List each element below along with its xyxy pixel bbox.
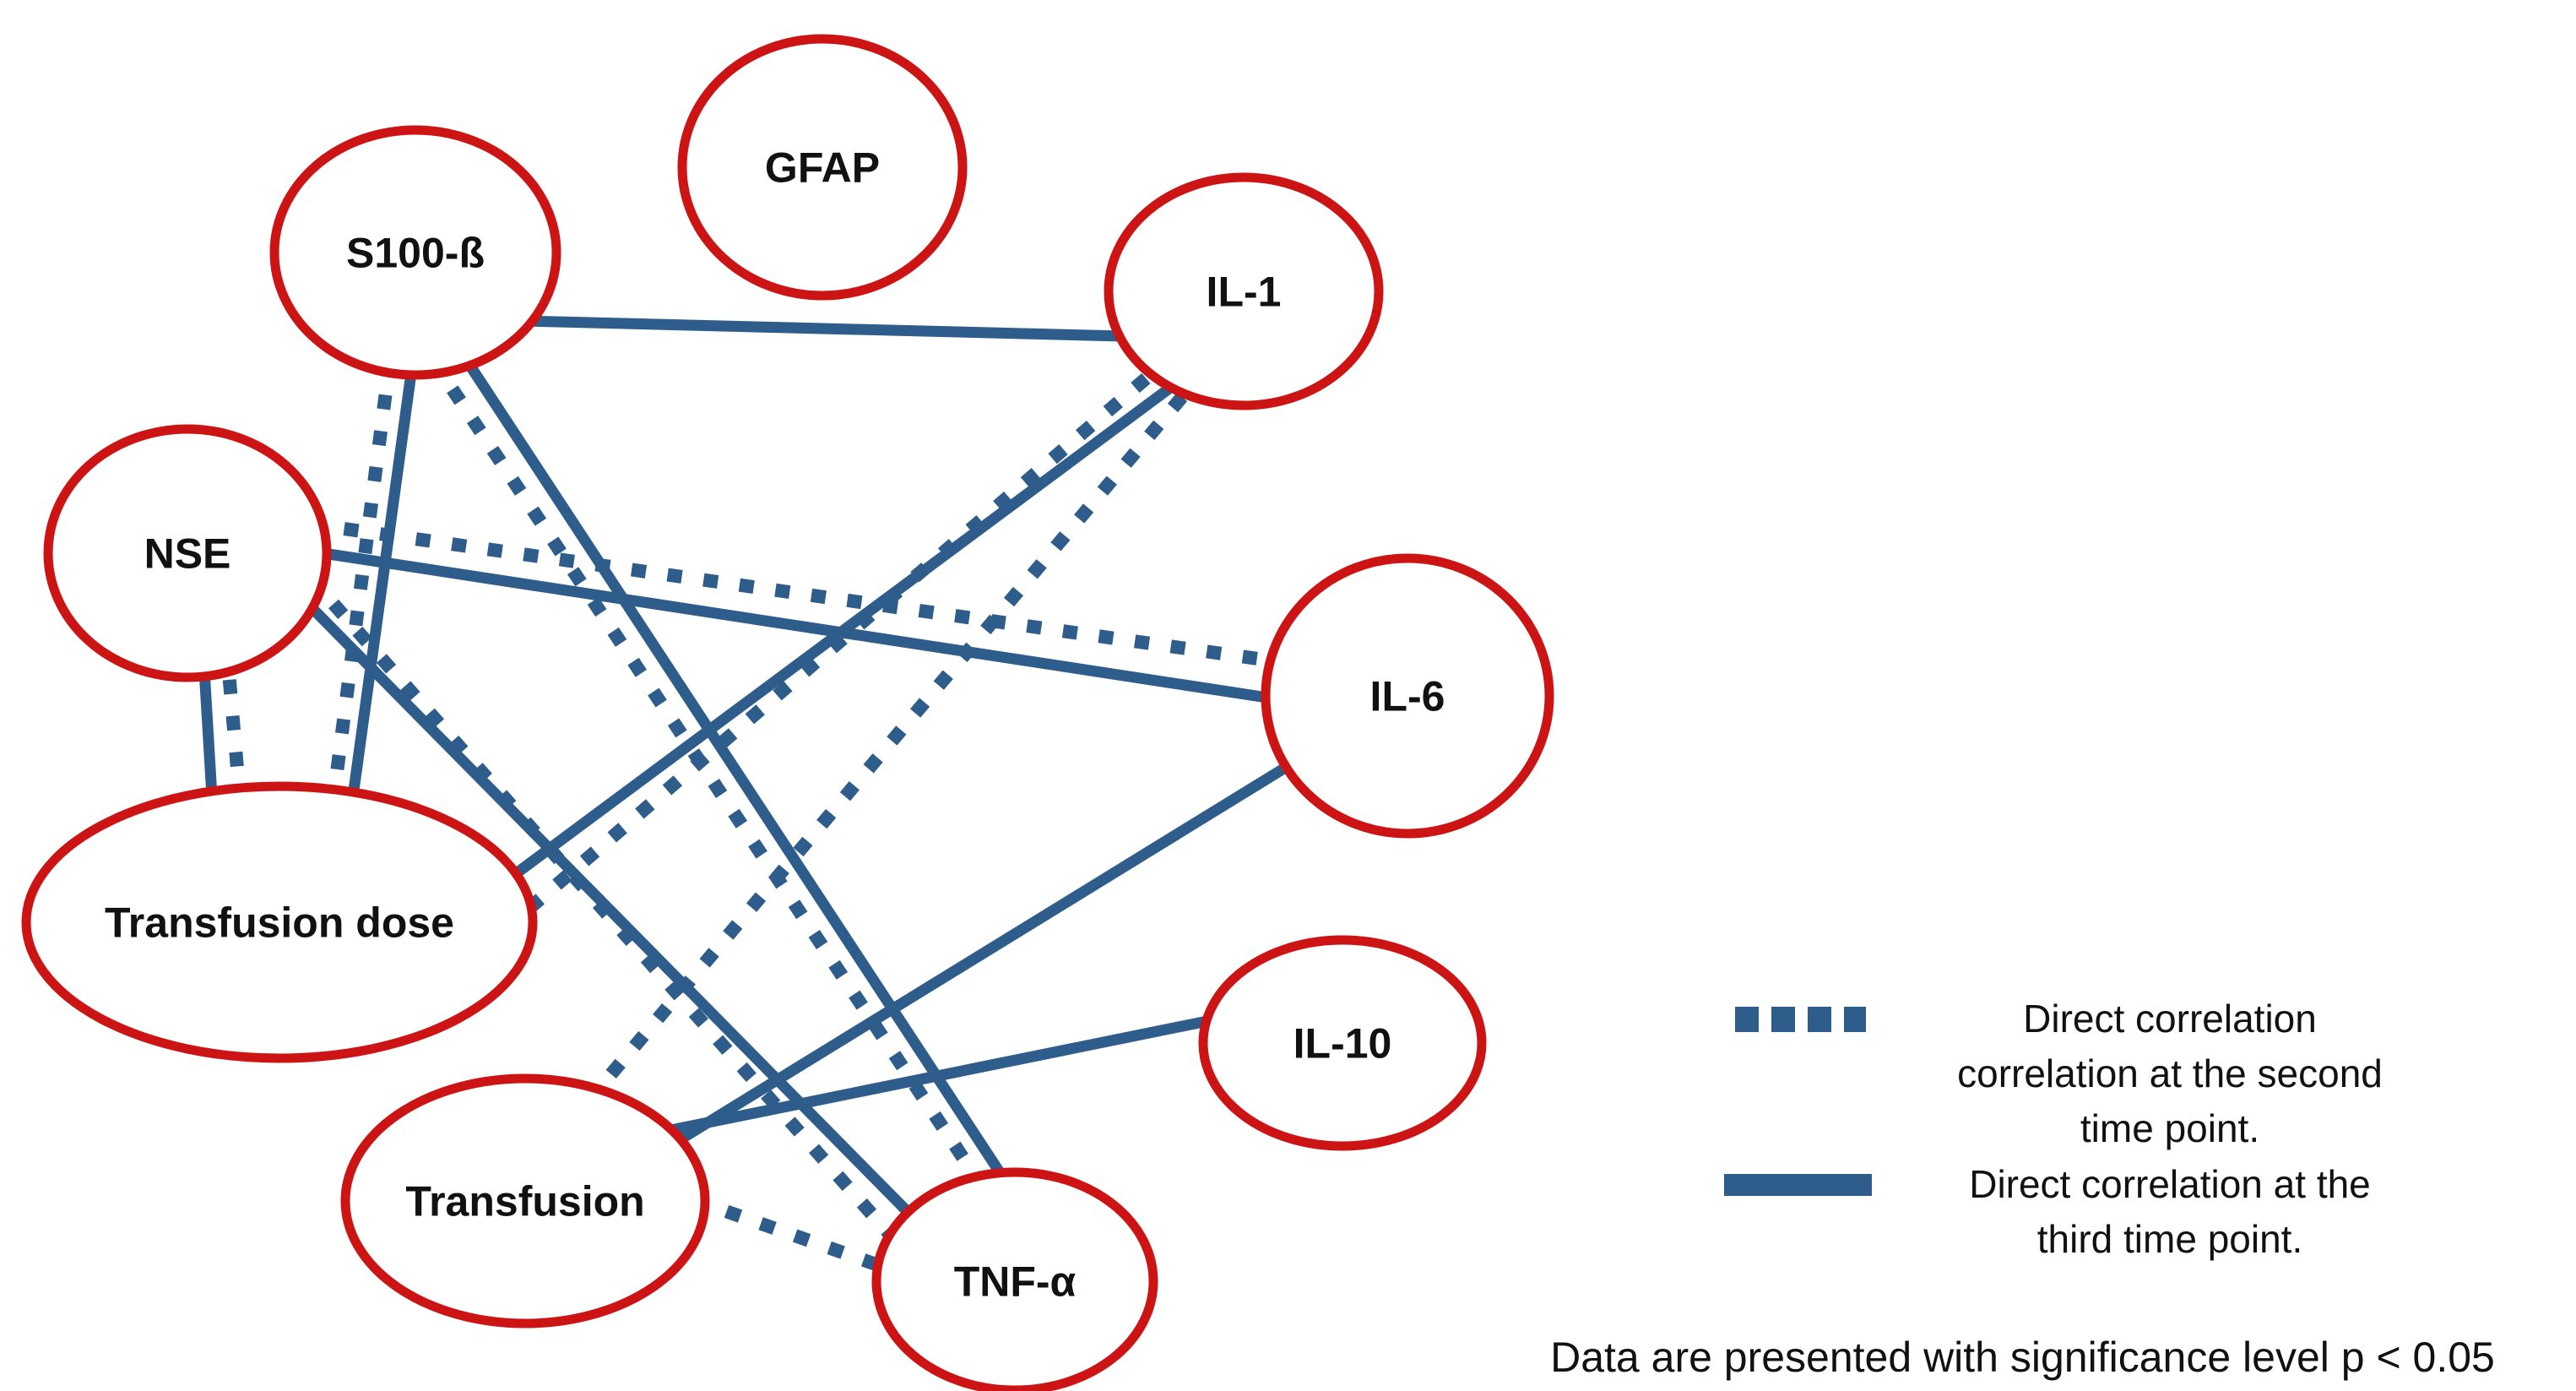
node-trans: [340, 1073, 710, 1329]
node-il10: [1198, 935, 1487, 1151]
node-label-s100b: S100-ß: [346, 230, 485, 277]
legend-dotted-swatch: [1735, 1007, 1866, 1032]
node-label-gfap: GFAP: [765, 144, 880, 192]
edge-s100b-tdose-solid: [344, 354, 420, 816]
node-tnfa: [871, 1167, 1158, 1391]
edge-il1-tdose-solid: [495, 371, 1190, 892]
node-label-tnfa: TNF-α: [954, 1258, 1076, 1306]
significance-caption: Data are presented with significance lev…: [1550, 1334, 2495, 1381]
legend-dotted-line-3: time point.: [2080, 1106, 2260, 1150]
edge-il6-trans-solid: [655, 751, 1308, 1158]
edge-s100b-tnfa-solid: [455, 347, 1022, 1203]
edge-nse-il6-solid: [295, 543, 1301, 709]
edge-s100b-tdose-dotted: [321, 357, 397, 846]
node-label-il1: IL-1: [1207, 269, 1282, 316]
edge-il1-trans-dotted: [585, 392, 1188, 1103]
node-il1: [1104, 172, 1384, 410]
legend-item-solid: Direct correlation at the third time poi…: [1883, 1157, 2457, 1267]
node-tdose: [21, 781, 538, 1063]
node-label-trans: Transfusion: [405, 1178, 644, 1225]
edges-layer: [197, 315, 1308, 1278]
edge-nse-il6-dotted: [306, 517, 1289, 670]
node-label-tdose: Transfusion dose: [105, 899, 454, 947]
legend-solid-swatch: [1724, 1174, 1872, 1196]
edge-trans-il10-solid: [640, 1012, 1226, 1142]
node-label-il10: IL-10: [1293, 1020, 1392, 1068]
node-label-il6: IL-6: [1370, 673, 1445, 720]
edge-s100b-il1-solid: [523, 315, 1124, 342]
node-nse: [43, 424, 332, 682]
legend-dotted-line-2: correlation at the second: [1957, 1051, 2383, 1095]
legend-dotted-line-1: Direct correlation: [2023, 997, 2317, 1041]
edge-nse-tdose-dotted: [220, 643, 247, 807]
node-s100b: [269, 125, 561, 380]
node-label-nse: NSE: [144, 530, 231, 578]
edge-s100b-tnfa-dotted: [426, 355, 985, 1187]
node-il6: [1261, 553, 1554, 839]
node-gfap: [677, 34, 968, 301]
legend-solid-line-1: Direct correlation at the: [1969, 1162, 2371, 1206]
legend-item-dotted: Direct correlation correlation at the se…: [1883, 992, 2457, 1156]
legend-solid-line-2: third time point.: [2036, 1217, 2303, 1261]
